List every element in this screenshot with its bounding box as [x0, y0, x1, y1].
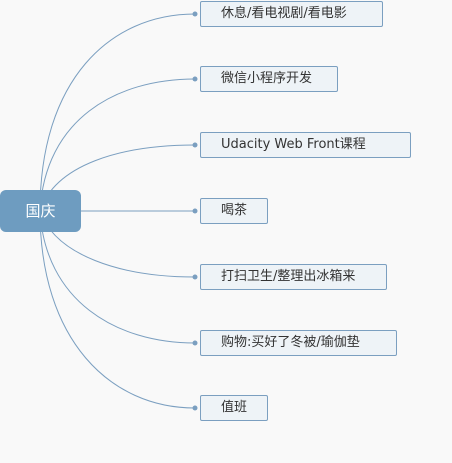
branch-node-wechat-miniprogram[interactable]: 微信小程序开发 — [200, 66, 338, 92]
connector-dot-3 — [192, 142, 198, 148]
connector-branch-1 — [39, 13, 196, 212]
connector-dot-5 — [192, 274, 198, 280]
branch-node-rest-tv-movies[interactable]: 休息/看电视剧/看电影 — [200, 1, 383, 27]
connector-dot-4 — [192, 208, 198, 214]
connector-dot-7 — [192, 405, 198, 411]
branch-node-shopping[interactable]: 购物:买好了冬被/瑜伽垫 — [200, 330, 397, 356]
branch-node-duty[interactable]: 值班 — [200, 395, 268, 421]
branch-node-tea[interactable]: 喝茶 — [200, 198, 268, 224]
root-topic-node[interactable]: 国庆 — [0, 190, 81, 232]
branch-node-cleaning[interactable]: 打扫卫生/整理出冰箱来 — [200, 264, 387, 290]
branch-node-udacity-course[interactable]: Udacity Web Front课程 — [200, 132, 411, 158]
connector-dot-6 — [192, 340, 198, 346]
connector-dot-1 — [192, 11, 198, 17]
connector-branch-6 — [39, 210, 196, 344]
connector-branch-7 — [39, 210, 196, 409]
connector-dot-2 — [192, 76, 198, 82]
connector-branch-2 — [39, 78, 196, 212]
